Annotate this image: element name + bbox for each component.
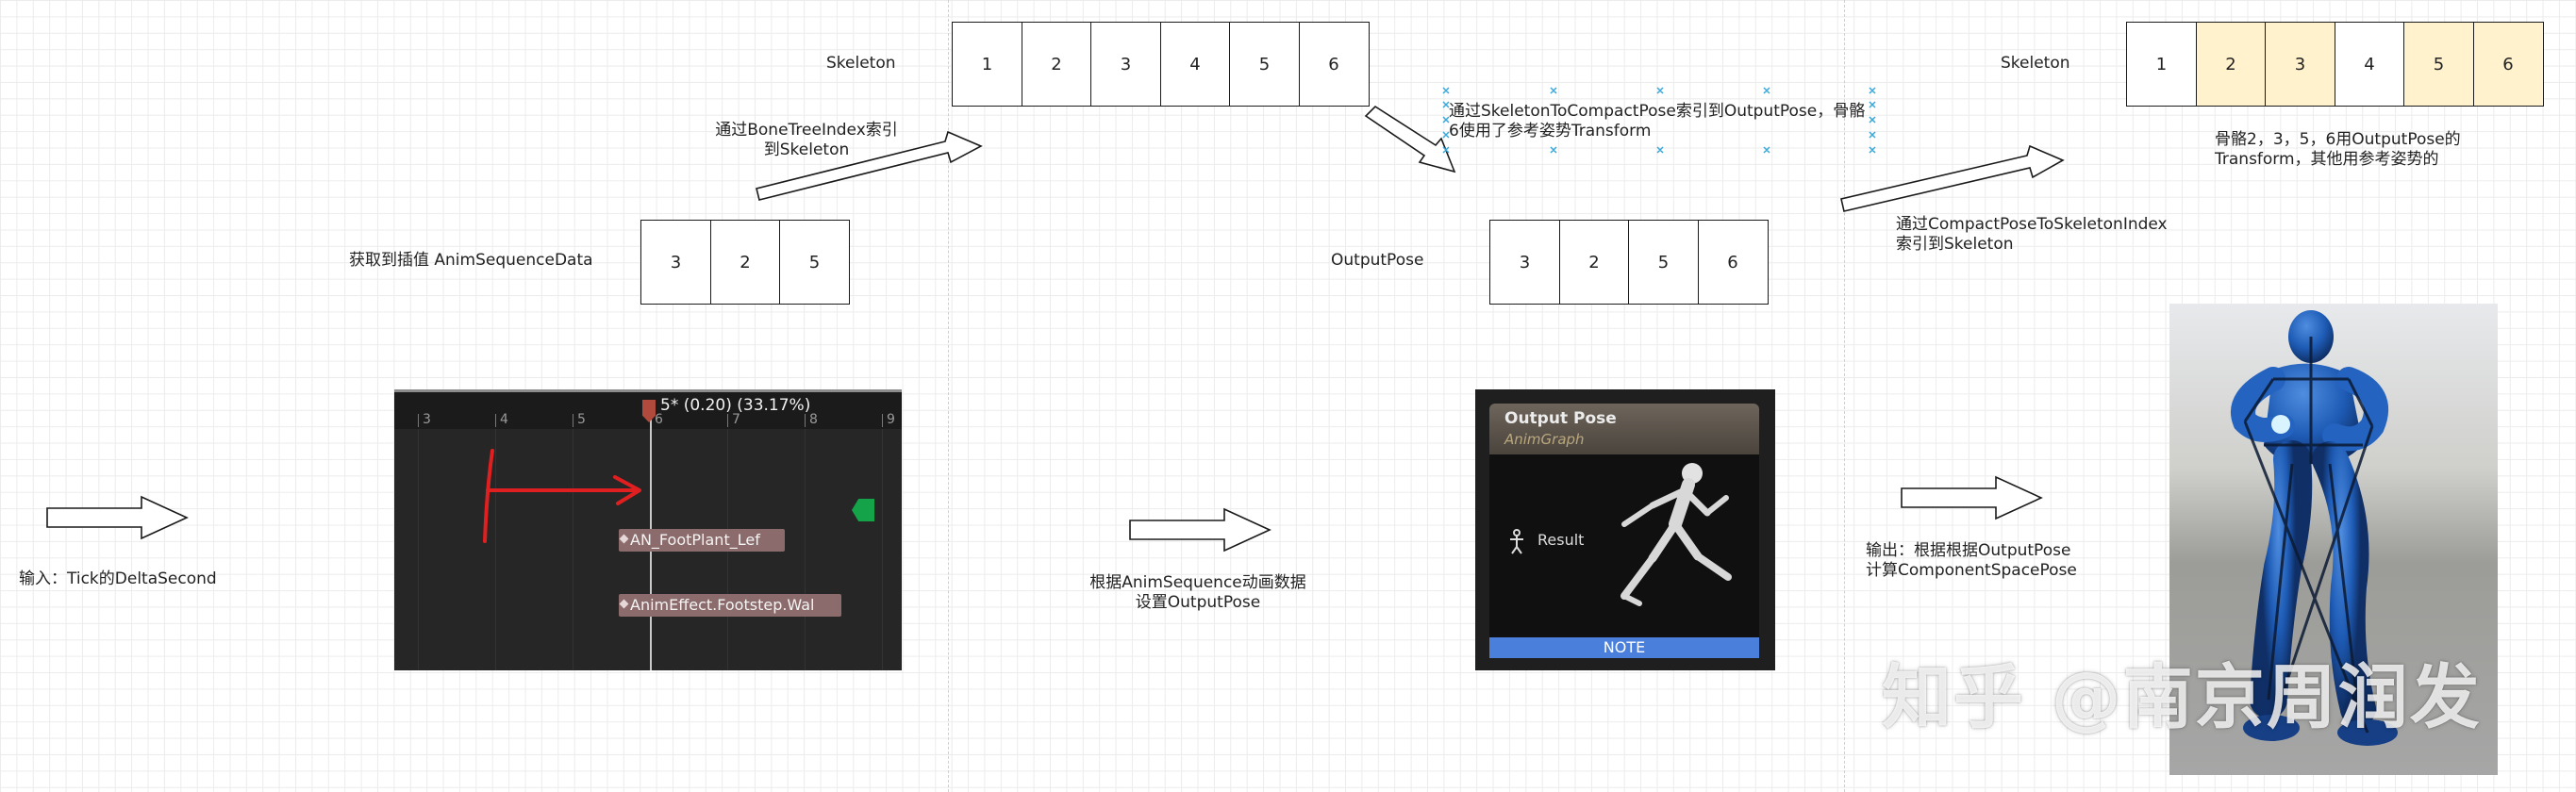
arrow-compact-to-skeleton	[1840, 144, 2065, 212]
timeline-tick: 3	[418, 412, 431, 427]
arrow-input	[46, 495, 189, 540]
node-header: Output Pose AnimGraph	[1489, 404, 1759, 454]
bone-result-note: 骨骼2，3，5，6用OutputPose的 Transform，其他用参考姿势的	[2215, 130, 2461, 169]
skeleton-row-left: 1 2 3 4 5 6	[952, 22, 1370, 107]
arrow-skeleton-to-compact	[1364, 105, 1456, 173]
bone-tree-index-note: 通过BoneTreeIndex索引 到Skeleton	[715, 121, 898, 159]
bone-cell: 6	[1298, 22, 1370, 107]
timeline-ruler	[394, 389, 902, 429]
bone-cell: 2	[1558, 220, 1630, 305]
output-pose-node[interactable]: Output Pose AnimGraph	[1489, 404, 1759, 658]
bone-cell: 4	[1159, 22, 1231, 107]
anim-sequence-data-row: 3 2 5	[640, 220, 850, 305]
arrow-output	[1901, 475, 2043, 520]
bone-cell: 1	[952, 22, 1022, 107]
output-note: 输出：根据根据OutputPose 计算ComponentSpacePose	[1866, 541, 2077, 580]
bone-cell: 2	[2195, 22, 2267, 107]
guide-line	[1844, 0, 1845, 792]
bone-cell: 3	[2265, 22, 2335, 107]
output-pose-row: 3 2 5 6	[1489, 220, 1769, 305]
bone-cell: 5	[1628, 220, 1699, 305]
timeline-tick: 8	[805, 412, 818, 427]
arrow-set-pose	[1129, 507, 1271, 553]
blue-character-figure	[2231, 310, 2398, 746]
skeleton-label-left: Skeleton	[826, 54, 896, 73]
bone-cell: 3	[640, 220, 711, 305]
anim-sequence-data-label: 获取到插值 AnimSequenceData	[349, 251, 593, 270]
timeline-tick: 5	[573, 412, 586, 427]
node-title: Output Pose	[1504, 409, 1617, 428]
skeleton-to-compact-note: 通过SkeletonToCompactPose索引到OutputPose，骨骼 …	[1449, 102, 1866, 140]
timeline-tick: 7	[727, 412, 740, 427]
playhead-readout: 5* (0.20) (33.17%)	[660, 396, 811, 415]
bone-cell: 1	[2126, 22, 2197, 107]
bone-cell: 5	[2403, 22, 2474, 107]
bone-cell: 2	[709, 220, 781, 305]
bone-cell: 4	[2334, 22, 2405, 107]
node-subtitle: AnimGraph	[1504, 431, 1585, 448]
bone-cell: 2	[1021, 22, 1092, 107]
playhead-marker[interactable]	[642, 400, 656, 422]
timeline-tick: 4	[495, 412, 508, 427]
zhihu-watermark: 知乎 @南京周润发	[1882, 657, 2482, 738]
node-note-bar: NOTE	[1489, 637, 1759, 658]
skeleton-label-right: Skeleton	[2001, 54, 2070, 73]
bone-cell: 6	[2472, 22, 2544, 107]
notify-footplant[interactable]: AN_FootPlant_Lef	[619, 529, 785, 552]
result-pin[interactable]: Result	[1537, 531, 1585, 549]
bone-cell: 3	[1489, 220, 1560, 305]
skeleton-row-right: 1 2 3 4 5 6	[2126, 22, 2544, 107]
character-render	[2169, 304, 2498, 775]
bone-cell: 6	[1697, 220, 1769, 305]
output-pose-label: OutputPose	[1331, 251, 1424, 270]
set-output-pose-note: 根据AnimSequence动画数据 设置OutputPose	[1089, 573, 1306, 612]
bone-cell: 3	[1090, 22, 1161, 107]
notify-footstep[interactable]: AnimEffect.Footstep.Wal	[619, 594, 841, 617]
compact-to-skeleton-note: 通过CompactPoseToSkeletonIndex 索引到Skeleton	[1896, 215, 2168, 254]
timeline-tick: 9	[882, 412, 895, 427]
bone-cell: 5	[779, 220, 850, 305]
bone-cell: 5	[1229, 22, 1300, 107]
input-note: 输入：Tick的DeltaSecond	[19, 569, 217, 588]
guide-line	[948, 0, 949, 792]
